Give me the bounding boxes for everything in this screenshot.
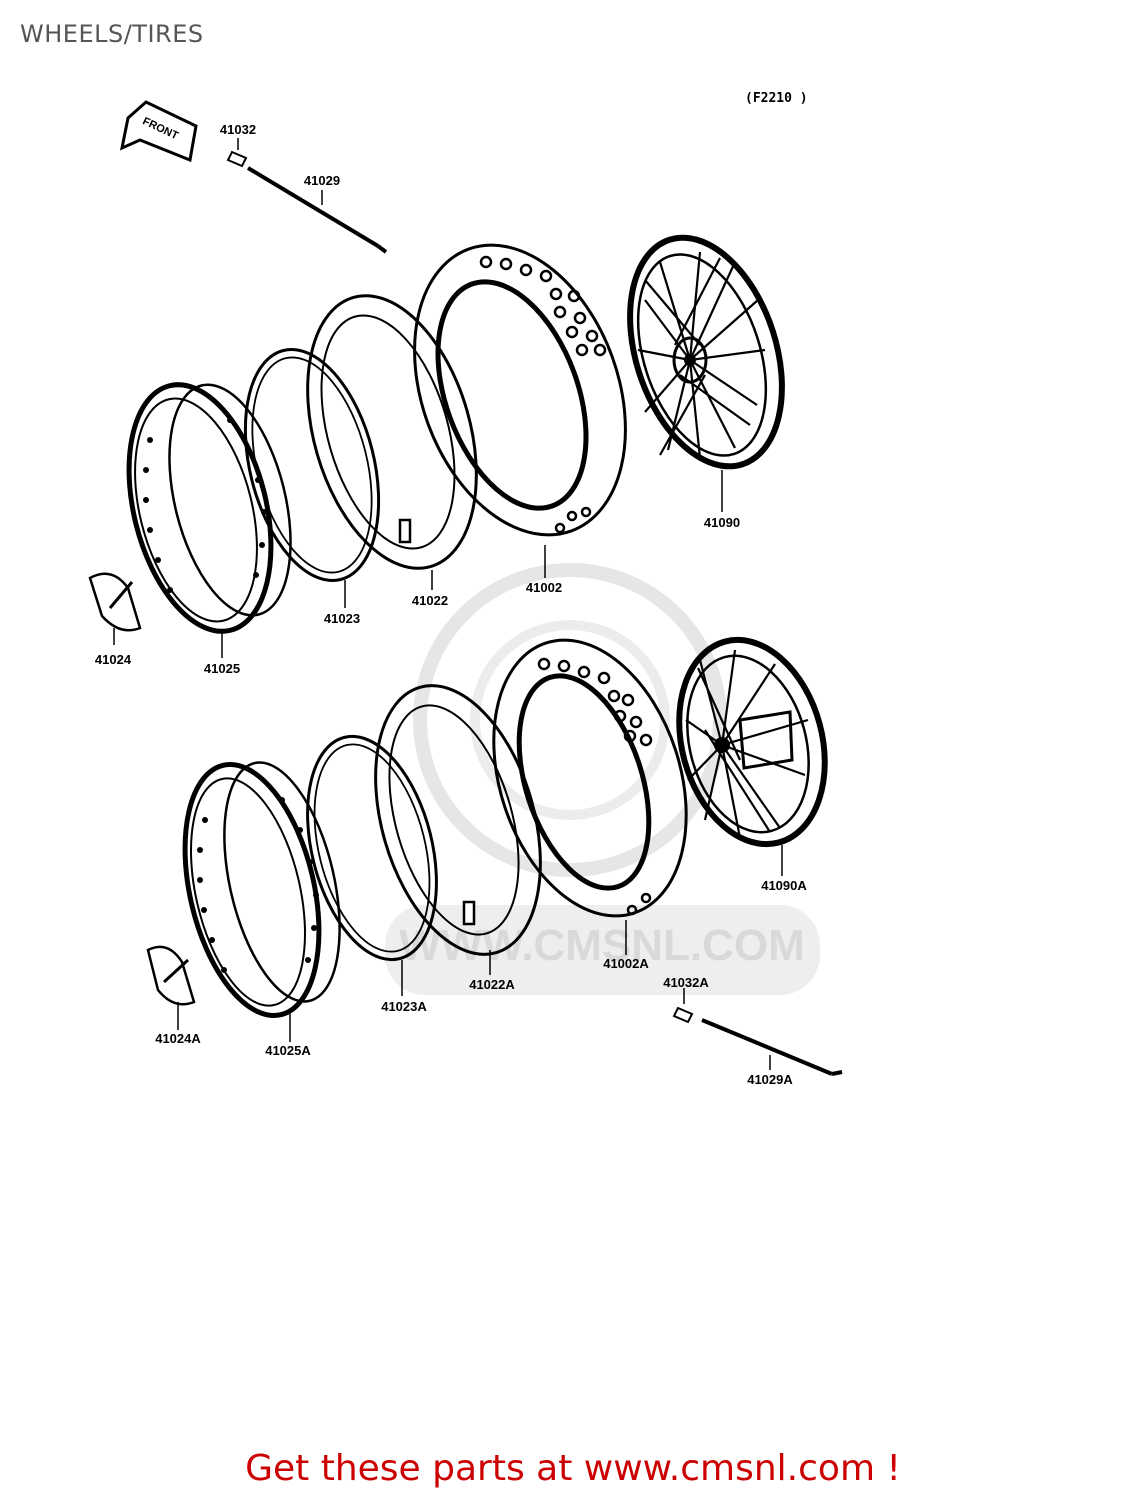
spoke-41029: [246, 166, 388, 254]
inner-tube-41022A: [374, 684, 542, 956]
tire-41002A: [492, 638, 688, 918]
label-41002A: 41002A: [603, 956, 649, 971]
label-41029: 41029: [304, 173, 340, 188]
inner-tube-41022: [306, 294, 478, 570]
label-41025A: 41025A: [265, 1043, 311, 1058]
label-41024: 41024: [95, 652, 132, 667]
rim-lock-41024A: [146, 945, 196, 1025]
rim-band-41023A: [306, 734, 438, 962]
rim-41025: [126, 382, 292, 634]
front-leader-lines: [221, 138, 723, 658]
rear-leader-lines: [177, 845, 783, 1070]
spoke-41029A: [701, 1018, 843, 1076]
label-41022: 41022: [412, 593, 448, 608]
figure-code: (F2210 ): [745, 91, 808, 106]
spoke-nipple-41032A: [672, 1006, 694, 1024]
label-41023: 41023: [324, 611, 360, 626]
label-41032A: 41032A: [663, 975, 709, 990]
tire-41002: [413, 243, 627, 537]
label-41024A: 41024A: [155, 1031, 201, 1046]
label-41090A: 41090A: [761, 878, 807, 893]
rim-41025A: [182, 761, 341, 1018]
label-41025: 41025: [204, 661, 240, 676]
watermark-text: WWW.CMSNL.COM: [399, 921, 805, 970]
label-41032: 41032: [220, 122, 256, 137]
rim-lock-41024: [88, 572, 142, 645]
label-41090: 41090: [704, 515, 740, 530]
watermark: WWW.CMSNL.COM: [385, 563, 820, 995]
page-title: WHEELS/TIRES: [20, 20, 204, 48]
label-41029A: 41029A: [747, 1072, 793, 1087]
label-41022A: 41022A: [469, 977, 515, 992]
wheel-assembly-41090A: [676, 636, 828, 848]
front-arrow: FRONT: [119, 100, 198, 163]
wheel-assembly-41090: [627, 234, 785, 470]
rim-band-41023: [243, 348, 381, 582]
label-41002: 41002: [526, 580, 562, 595]
promo-link[interactable]: Get these parts at www.cmsnl.com !: [245, 1448, 901, 1489]
spoke-nipple-41032: [226, 150, 248, 168]
label-41023A: 41023A: [381, 999, 427, 1014]
